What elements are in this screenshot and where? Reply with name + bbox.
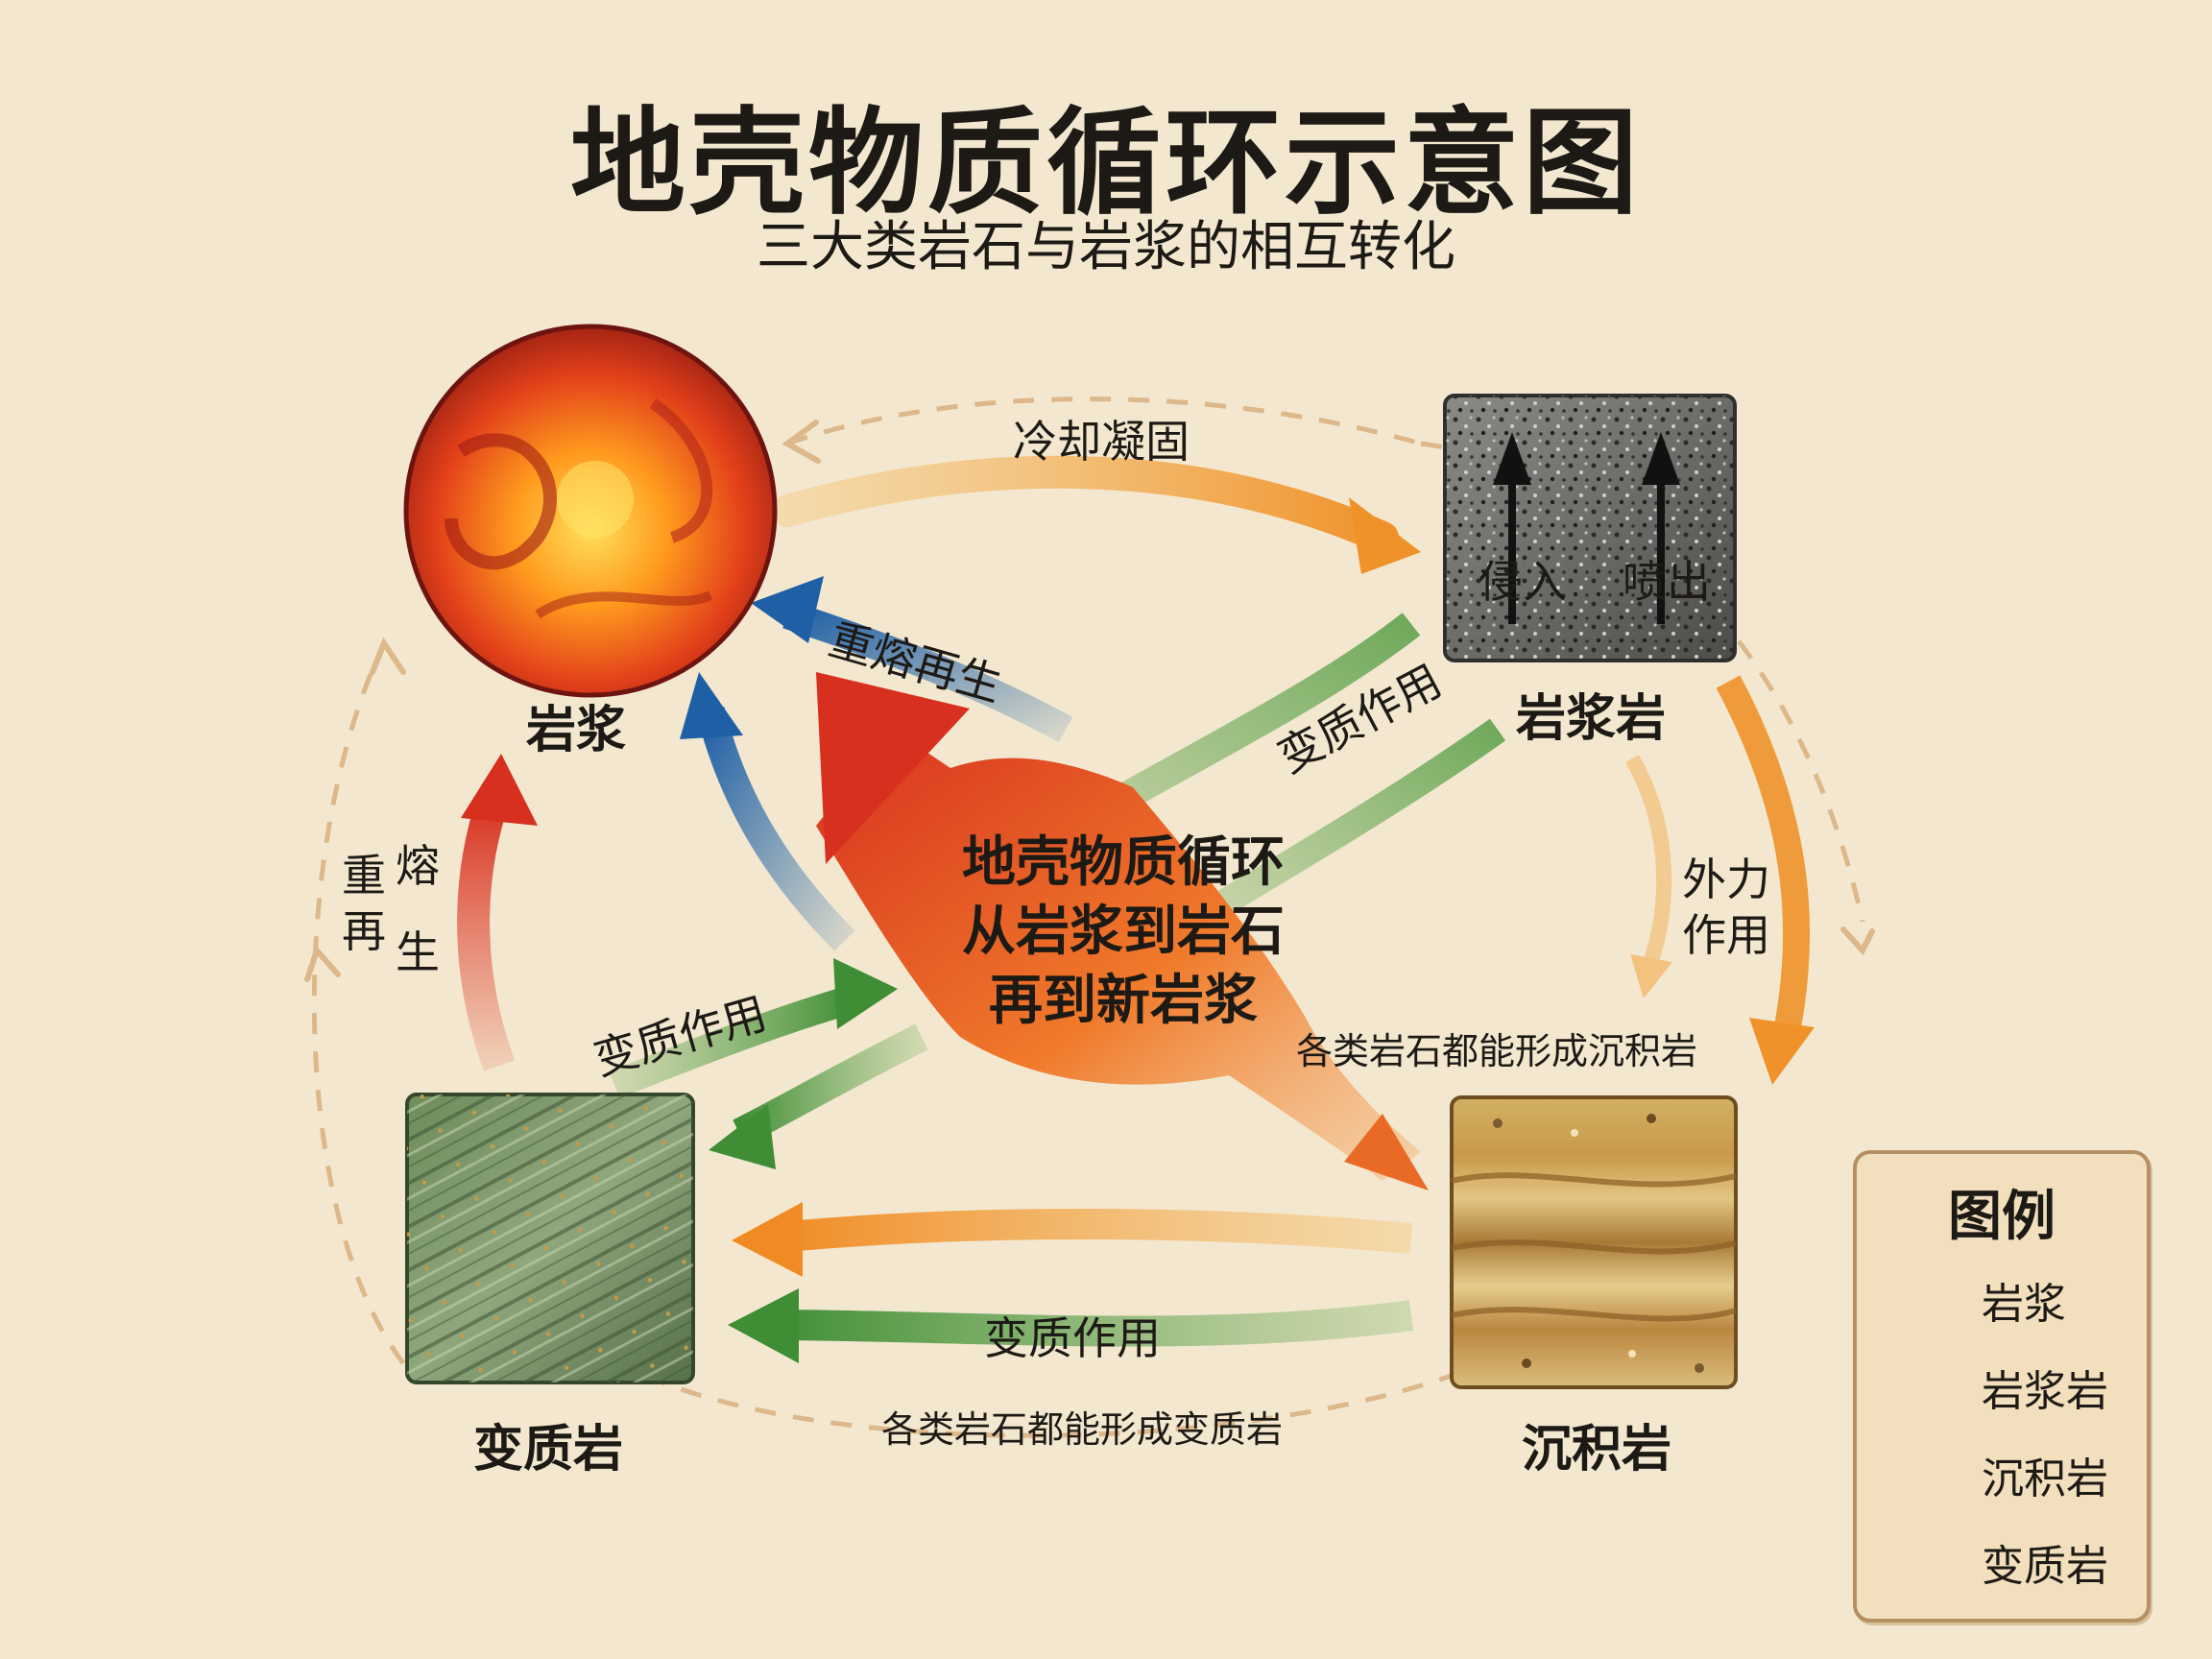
legend-item-sedimentary: 沉积岩 xyxy=(1886,1432,2135,1503)
page-subtitle: 三大类岩石与岩浆的相互转化 xyxy=(757,216,1455,278)
remelt-left-char-4: 生 xyxy=(396,926,440,978)
metamorphism-left-arrow xyxy=(609,958,928,1169)
dashed-arrowheads xyxy=(304,420,1875,982)
bottom-green-arrow xyxy=(728,1288,1414,1363)
legend-item-metamorphic: 变质岩 xyxy=(1886,1520,2135,1591)
magma-label: 岩浆 xyxy=(525,701,626,759)
remelt-red-arrow xyxy=(457,754,538,1071)
page-title: 地壳物质循环示意图 xyxy=(570,95,1642,230)
center-text-line-1: 地壳物质循环 xyxy=(962,830,1285,894)
magma-node xyxy=(403,324,778,698)
sedimentary-label: 沉积岩 xyxy=(1521,1420,1671,1479)
remelt-blue-arrows xyxy=(680,576,1073,951)
legend-label: 岩浆 xyxy=(1982,1280,2066,1329)
sedimentary-note: 各类岩石都能形成沉积岩 xyxy=(1296,1030,1698,1072)
igneous-label: 岩浆岩 xyxy=(1515,689,1666,748)
metamorphism-bottom-label: 变质作用 xyxy=(984,1312,1161,1364)
center-text-line-3: 再到新岩浆 xyxy=(989,969,1258,1032)
cooling-arrow xyxy=(771,455,1421,574)
eruption-arrow-icon xyxy=(1642,432,1680,624)
metamorphic-note: 各类岩石都能形成变质岩 xyxy=(881,1408,1284,1451)
central-flow-arrow xyxy=(816,672,1429,1190)
legend-item-magma: 岩浆 xyxy=(1886,1258,2135,1329)
intrusion-arrow-icon xyxy=(1493,432,1531,624)
external-process-arrows xyxy=(1625,675,1815,1085)
eruption-label: 喷出 xyxy=(1623,556,1711,608)
remelt-left-char-2: 熔 xyxy=(396,840,440,892)
metamorphic-node xyxy=(405,1093,695,1384)
remelt-left-char-3: 再 xyxy=(342,905,386,957)
legend-label: 变质岩 xyxy=(1982,1542,2108,1591)
intrusion-label: 侵入 xyxy=(1479,556,1567,608)
igneous-node xyxy=(1443,394,1737,662)
remelt-left-char-1: 重 xyxy=(342,850,386,902)
sedimentary-node xyxy=(1450,1095,1738,1389)
bottom-orange-arrow xyxy=(732,1202,1413,1277)
legend: 图例 岩浆 岩浆岩 沉积岩 变质岩 xyxy=(1853,1150,2151,1623)
external-process-label-2: 作用 xyxy=(1682,909,1770,961)
cooling-label: 冷却凝固 xyxy=(1013,416,1190,468)
center-text-line-2: 从岩浆到岩石 xyxy=(962,900,1285,963)
legend-item-igneous: 岩浆岩 xyxy=(1886,1345,2135,1416)
legend-label: 沉积岩 xyxy=(1982,1455,2108,1503)
metamorphic-label: 变质岩 xyxy=(472,1420,623,1479)
legend-label: 岩浆岩 xyxy=(1982,1367,2108,1416)
legend-title: 图例 xyxy=(1948,1185,2056,1248)
external-process-label-1: 外力 xyxy=(1682,854,1770,905)
